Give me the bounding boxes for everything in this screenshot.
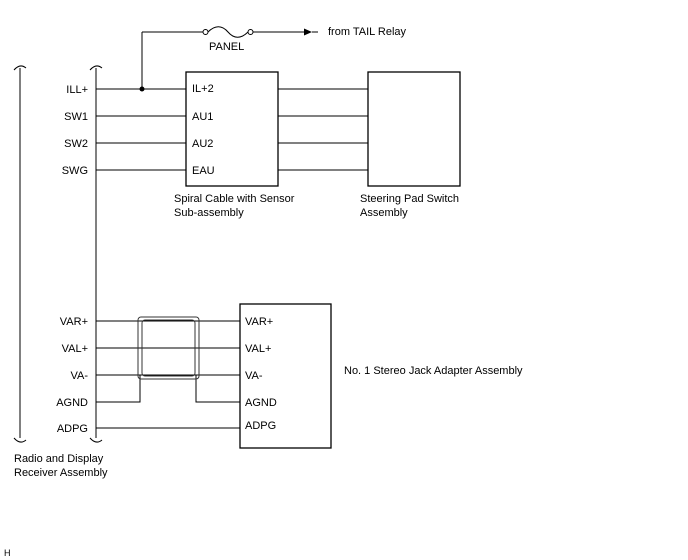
spiral-pin-au1: AU1 — [192, 111, 213, 123]
steering-name-line2: Assembly — [360, 207, 408, 219]
radio-name-line2: Receiver Assembly — [14, 467, 108, 479]
radio-pin-ill-plus: ILL+ — [66, 84, 88, 96]
radio-top-left-break — [13, 65, 27, 71]
radio-pin-var-plus: VAR+ — [60, 316, 88, 328]
stereo-jack-name: No. 1 Stereo Jack Adapter Assembly — [344, 365, 523, 377]
radio-bottom-right-break — [89, 437, 103, 443]
radio-pin-swg: SWG — [62, 165, 88, 177]
steering-pad-switch-box — [367, 71, 461, 187]
steering-name-line1: Steering Pad Switch — [360, 193, 459, 205]
fuse-right-terminal — [247, 29, 254, 35]
radio-receiver-assembly: ILL+ SW1 SW2 SWG VAR+ VAL+ VA- AGND ADPG… — [13, 65, 108, 479]
spiral-name-line2: Sub-assembly — [174, 207, 244, 219]
from-tail-relay-arrow — [304, 28, 312, 36]
spiral-to-steering-wires — [278, 88, 368, 171]
spiral-cable-assembly: IL+2 AU1 AU2 EAU Spiral Cable with Senso… — [174, 71, 295, 219]
jack-pin-va-minus: VA- — [245, 370, 263, 382]
wire-agnd-radio-side — [96, 375, 141, 403]
spiral-cable-box — [185, 71, 279, 187]
panel-fuse-symbol — [207, 26, 249, 38]
wire-agnd-jack-side — [195, 375, 240, 403]
spiral-pin-il2: IL+2 — [192, 83, 214, 95]
jack-pin-adpg: ADPG — [245, 420, 276, 432]
panel-fuse-label: PANEL — [209, 41, 244, 53]
steering-switch-wires — [96, 88, 186, 171]
radio-pin-adpg: ADPG — [57, 423, 88, 435]
spiral-pin-au2: AU2 — [192, 138, 213, 150]
jack-pin-agnd: AGND — [245, 397, 277, 409]
shield-outer — [137, 316, 200, 380]
tail-relay-label: from TAIL Relay — [328, 26, 407, 38]
panel-fuse-circuit: PANEL from TAIL Relay — [139, 26, 407, 92]
stereo-jack-box — [239, 303, 332, 449]
steering-pad-switch-assembly: Steering Pad Switch Assembly — [360, 71, 461, 219]
jack-pin-val-plus: VAL+ — [245, 343, 271, 355]
radio-name-line1: Radio and Display — [14, 453, 104, 465]
radio-pin-val-plus: VAL+ — [62, 343, 88, 355]
spiral-pin-eau: EAU — [192, 165, 215, 177]
radio-pin-va-minus: VA- — [70, 370, 88, 382]
radio-pin-agnd: AGND — [56, 397, 88, 409]
jack-pin-var-plus: VAR+ — [245, 316, 273, 328]
shielded-cable — [137, 316, 200, 380]
fuse-left-terminal — [202, 29, 209, 35]
shield-inner — [141, 319, 196, 377]
footer-mark: H — [4, 548, 11, 558]
radio-pin-sw1: SW1 — [64, 111, 88, 123]
stereo-jack-adapter-assembly: VAR+ VAL+ VA- AGND ADPG No. 1 Stereo Jac… — [239, 303, 523, 449]
radio-pin-sw2: SW2 — [64, 138, 88, 150]
spiral-name-line1: Spiral Cable with Sensor — [174, 193, 295, 205]
stereo-jack-wires — [96, 320, 240, 429]
radio-top-right-break — [89, 65, 103, 71]
radio-bottom-left-break — [13, 437, 27, 443]
